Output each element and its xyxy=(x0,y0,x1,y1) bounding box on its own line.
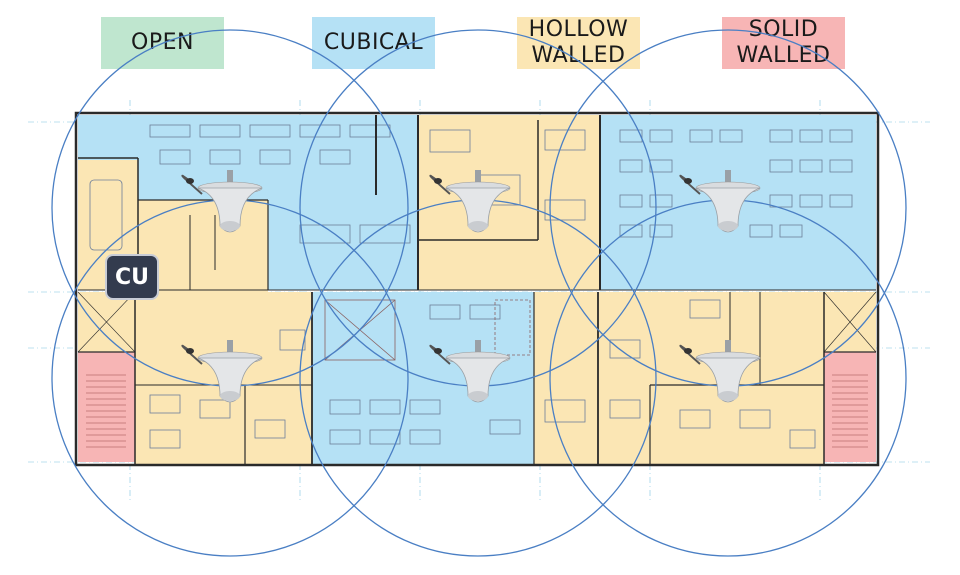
zone-hollow-bottom-right xyxy=(534,292,824,464)
legend-solid-line2: WALLED xyxy=(736,43,831,68)
furniture xyxy=(89,124,853,449)
legend-open: OPEN xyxy=(101,17,224,69)
legend-solid-walled: SOLID WALLED xyxy=(722,17,845,69)
antennas xyxy=(181,169,761,403)
legend-cubical-label: CUBICAL xyxy=(323,30,424,55)
zone-hollow-core-left xyxy=(138,200,268,295)
control-unit-label: CU xyxy=(114,264,149,290)
antenna-icon xyxy=(181,170,263,233)
legend-hollow-line2: WALLED xyxy=(531,43,626,68)
legend-cubical: CUBICAL xyxy=(312,17,435,69)
legend-open-label: OPEN xyxy=(131,30,194,55)
walls xyxy=(74,111,880,467)
control-unit-badge: CU xyxy=(105,254,159,300)
legend-hollow-line1: HOLLOW xyxy=(528,17,629,42)
legend-solid-line1: SOLID xyxy=(748,17,819,42)
